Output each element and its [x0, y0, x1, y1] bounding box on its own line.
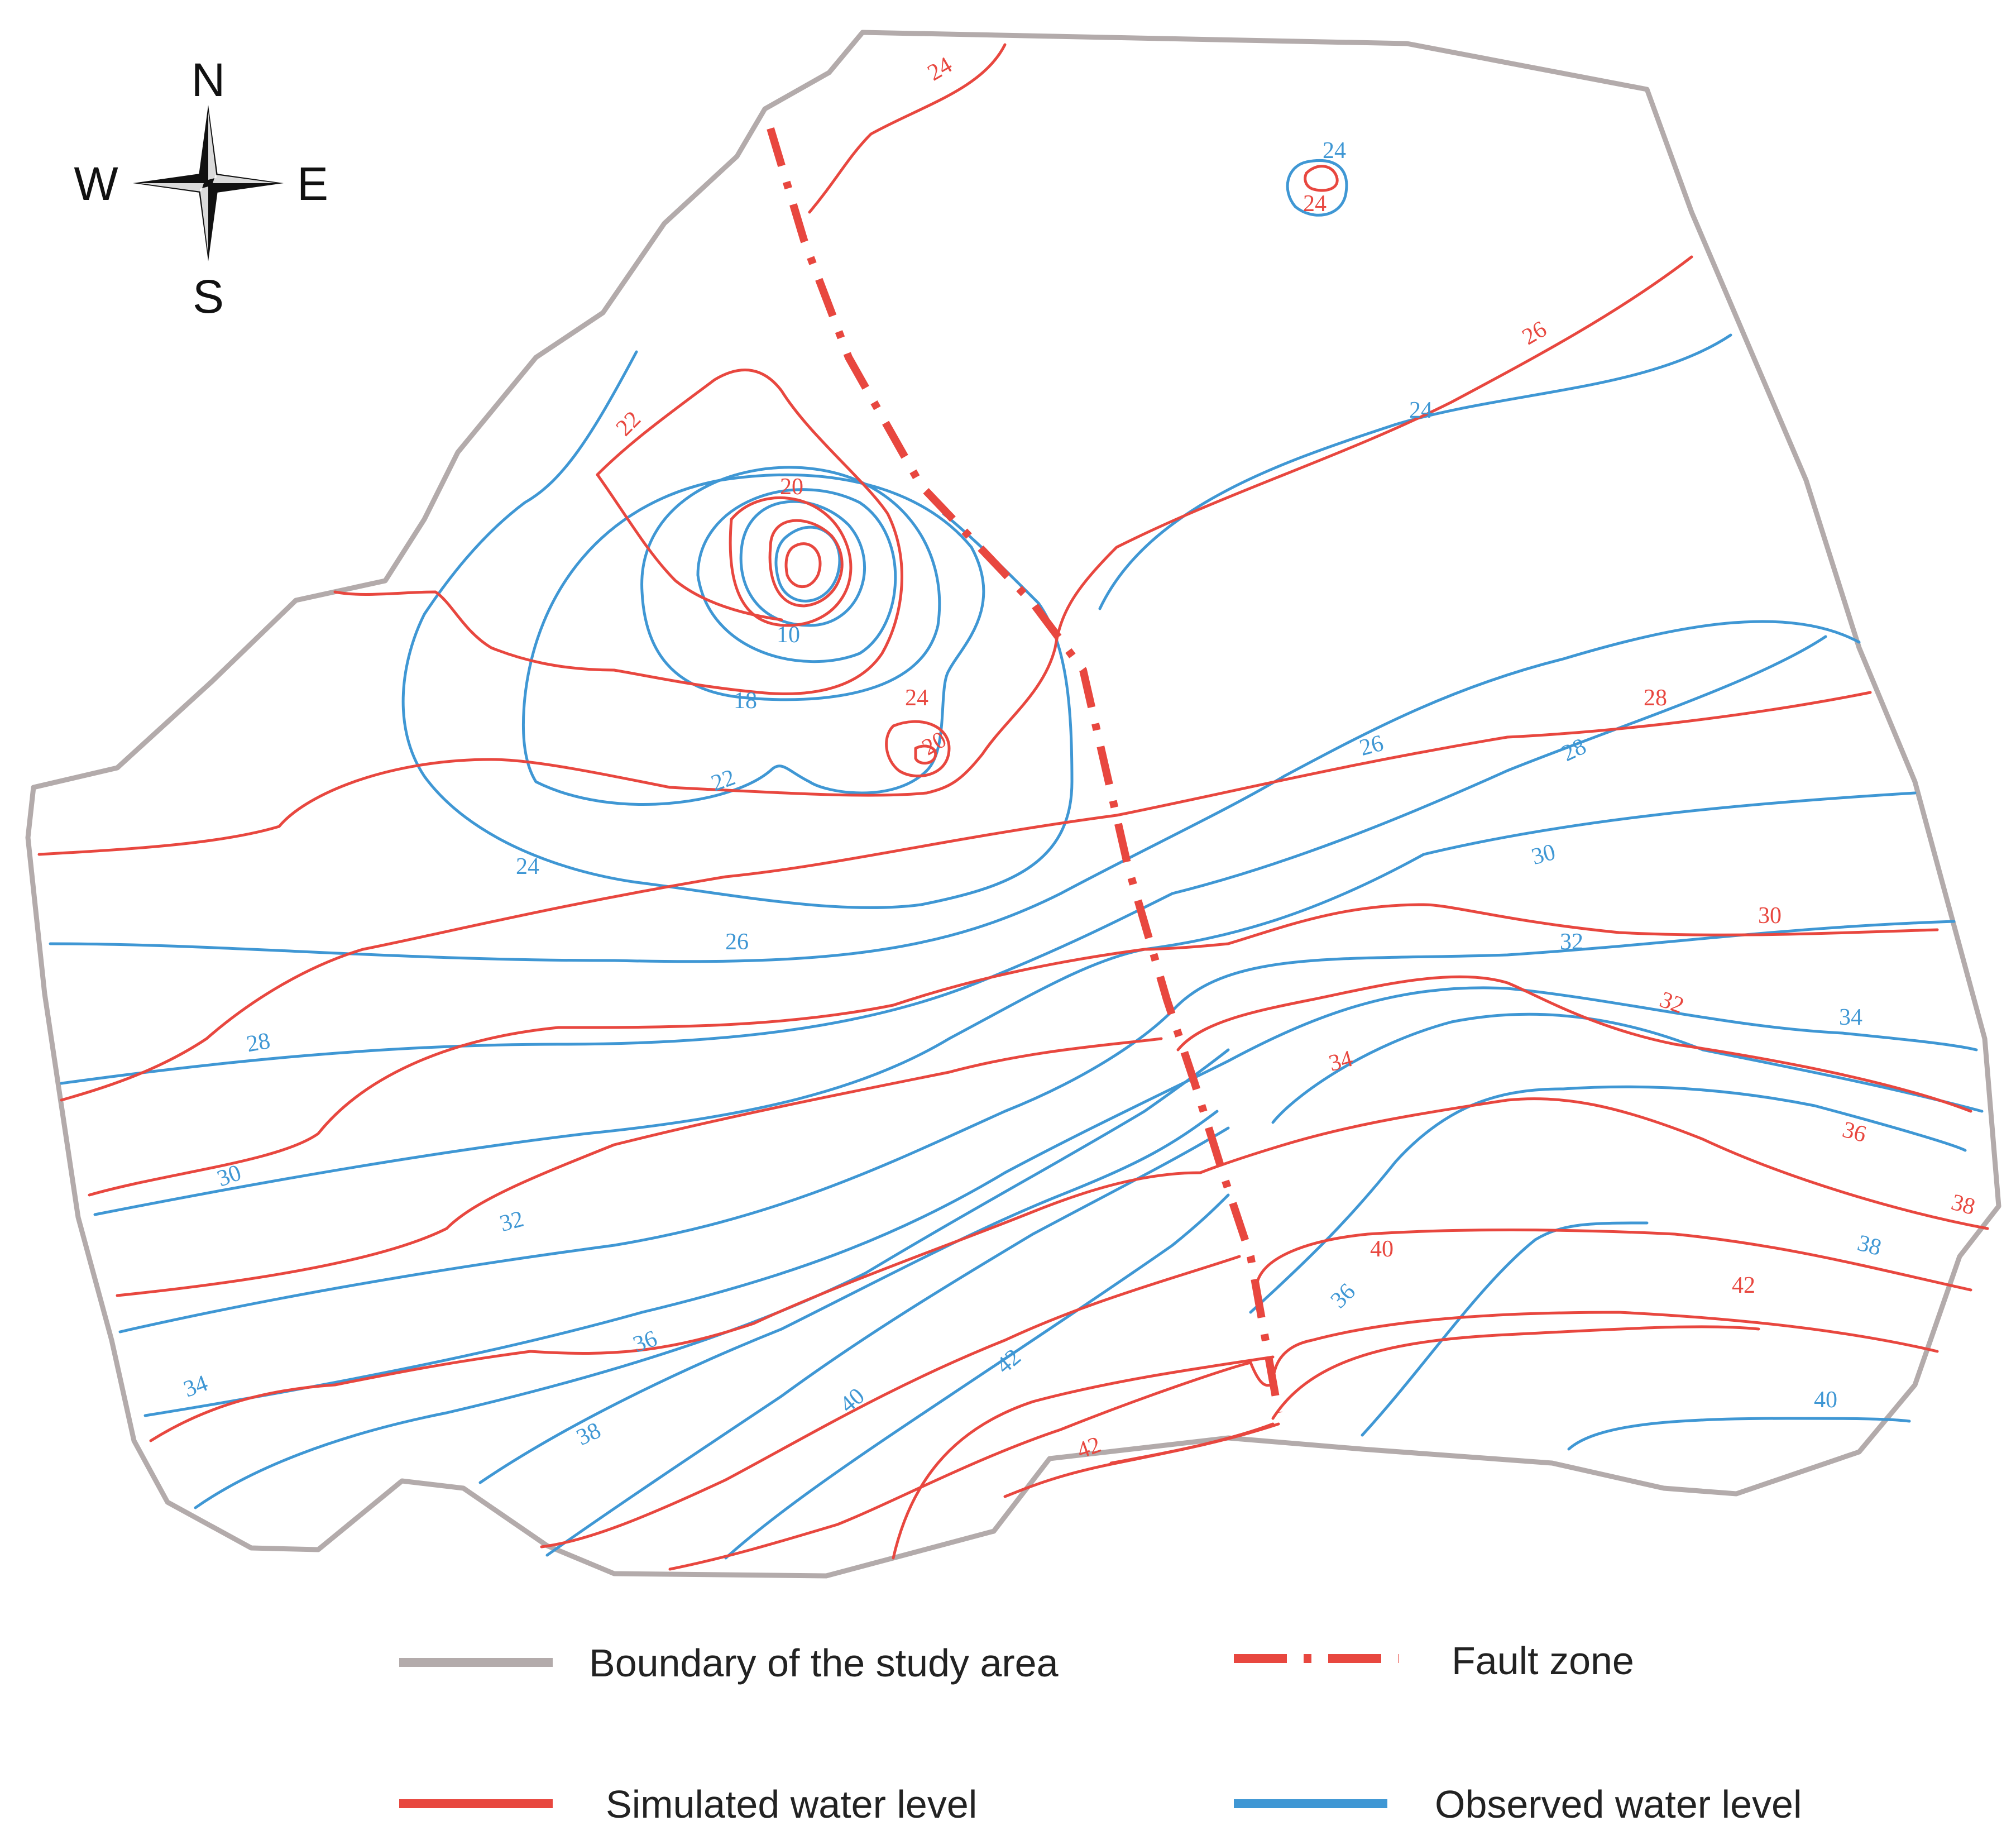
observed-label: 34	[1839, 1005, 1862, 1030]
compass-west-highlight	[140, 183, 204, 192]
compass-west-label: W	[74, 157, 118, 210]
simulated-label: 24	[923, 52, 956, 86]
observed-contour-16	[696, 488, 897, 663]
legend-fault-label: Fault zone	[1452, 1639, 1634, 1683]
observed-contour-26	[49, 620, 1861, 963]
observed-contour-32	[118, 920, 1956, 1334]
observed-label: 32	[1560, 929, 1583, 955]
observed-label: 18	[734, 688, 757, 714]
observed-label: 32	[497, 1206, 526, 1237]
simulated-label: 28	[1644, 685, 1667, 711]
simulated-contour-28	[60, 691, 1872, 1102]
fault-zone	[767, 127, 1282, 1414]
observed-label: 38	[1855, 1230, 1884, 1261]
observed-label: 24	[1409, 398, 1433, 423]
simulated-contour-20	[729, 496, 853, 627]
simulated-contour-42	[1109, 1325, 1760, 1465]
simulated-label: 24	[1303, 191, 1327, 217]
simulated-label: 34	[1326, 1046, 1355, 1077]
observed-labels: 24 24 10 18 22 24 26 26 28 28 30 30 32 3…	[180, 138, 1884, 1451]
observed-contour-24-west	[401, 350, 1074, 909]
compass-east-highlight	[213, 175, 277, 183]
observed-contour-34	[143, 986, 1978, 1417]
simulated-label: 40	[1370, 1236, 1394, 1262]
simulated-contour-30	[88, 903, 1939, 1197]
observed-contour-40	[545, 1126, 1911, 1557]
observed-label: 26	[725, 929, 749, 955]
observed-contour-36	[194, 1012, 1984, 1509]
simulated-label: 20	[780, 474, 803, 500]
observed-contour-24-north	[1098, 333, 1732, 610]
study-area-boundary	[25, 30, 2001, 1579]
observed-contour-42	[724, 1193, 1649, 1560]
simulated-contour-36	[540, 1229, 1972, 1549]
observed-contour-24-island	[1286, 159, 1348, 217]
compass-south-label: S	[193, 270, 224, 323]
simulated-label: 42	[1732, 1273, 1755, 1298]
observed-contour-28	[60, 635, 1827, 1085]
simulated-label: 20	[918, 727, 951, 761]
observed-label: 24	[1323, 138, 1346, 164]
simulated-contours	[37, 43, 1989, 1571]
legend-simulated-label: Simulated water level	[606, 1782, 977, 1826]
compass-east-label: E	[297, 157, 328, 210]
compass-south-highlight	[200, 187, 208, 255]
simulated-label: 24	[905, 685, 928, 711]
simulated-contour-18	[768, 519, 844, 608]
compass-north-highlight	[208, 112, 217, 180]
legend-observed-label: Observed water level	[1435, 1782, 1802, 1826]
observed-label: 36	[1326, 1279, 1361, 1313]
observed-label: 28	[1558, 733, 1591, 766]
observed-label: 34	[180, 1370, 211, 1403]
observed-label: 30	[1529, 839, 1558, 870]
observed-label: 40	[835, 1383, 870, 1418]
observed-label: 40	[1814, 1387, 1837, 1413]
legend: Boundary of the study area Fault zone Si…	[399, 1639, 1802, 1826]
legend-boundary-label: Boundary of the study area	[589, 1641, 1059, 1685]
simulated-contour-24-north	[808, 43, 1007, 214]
observed-contour-22	[521, 473, 985, 806]
simulated-contour-22-mound	[596, 473, 783, 622]
simulated-contour-24-island	[1304, 165, 1339, 192]
simulated-label: 30	[1758, 903, 1782, 929]
observed-contour-30	[93, 791, 1917, 1216]
simulated-label: 26	[1518, 316, 1551, 350]
simulated-contour-26	[37, 255, 1693, 856]
observed-label: 26	[1357, 730, 1386, 761]
observed-contour-14	[739, 500, 866, 627]
simulated-contour-34	[149, 1097, 1989, 1442]
observed-label: 28	[245, 1028, 272, 1058]
simulated-contour-20-mound	[914, 744, 937, 765]
simulated-label: 42	[1074, 1432, 1104, 1464]
simulated-label: 36	[1840, 1117, 1869, 1148]
simulated-contour-32	[116, 975, 1972, 1297]
simulated-contour-24-mound-a	[885, 720, 951, 778]
observed-label: 10	[777, 622, 800, 648]
simulated-contour-38	[668, 1311, 1939, 1571]
compass-rose: N S W E	[74, 54, 328, 323]
simulated-label: 38	[1948, 1189, 1977, 1220]
observed-contour-38	[478, 1085, 1967, 1484]
simulated-labels: 24 24 26 22 20 24 20 28 30 32 34 36 38 4…	[611, 52, 1978, 1464]
observed-label: 36	[630, 1326, 660, 1358]
simulated-contour-20-core	[784, 542, 822, 589]
compass-north-label: N	[191, 54, 226, 106]
observed-label: 24	[516, 854, 539, 880]
observed-contours	[49, 159, 1984, 1560]
simulated-contour-22	[333, 369, 903, 695]
